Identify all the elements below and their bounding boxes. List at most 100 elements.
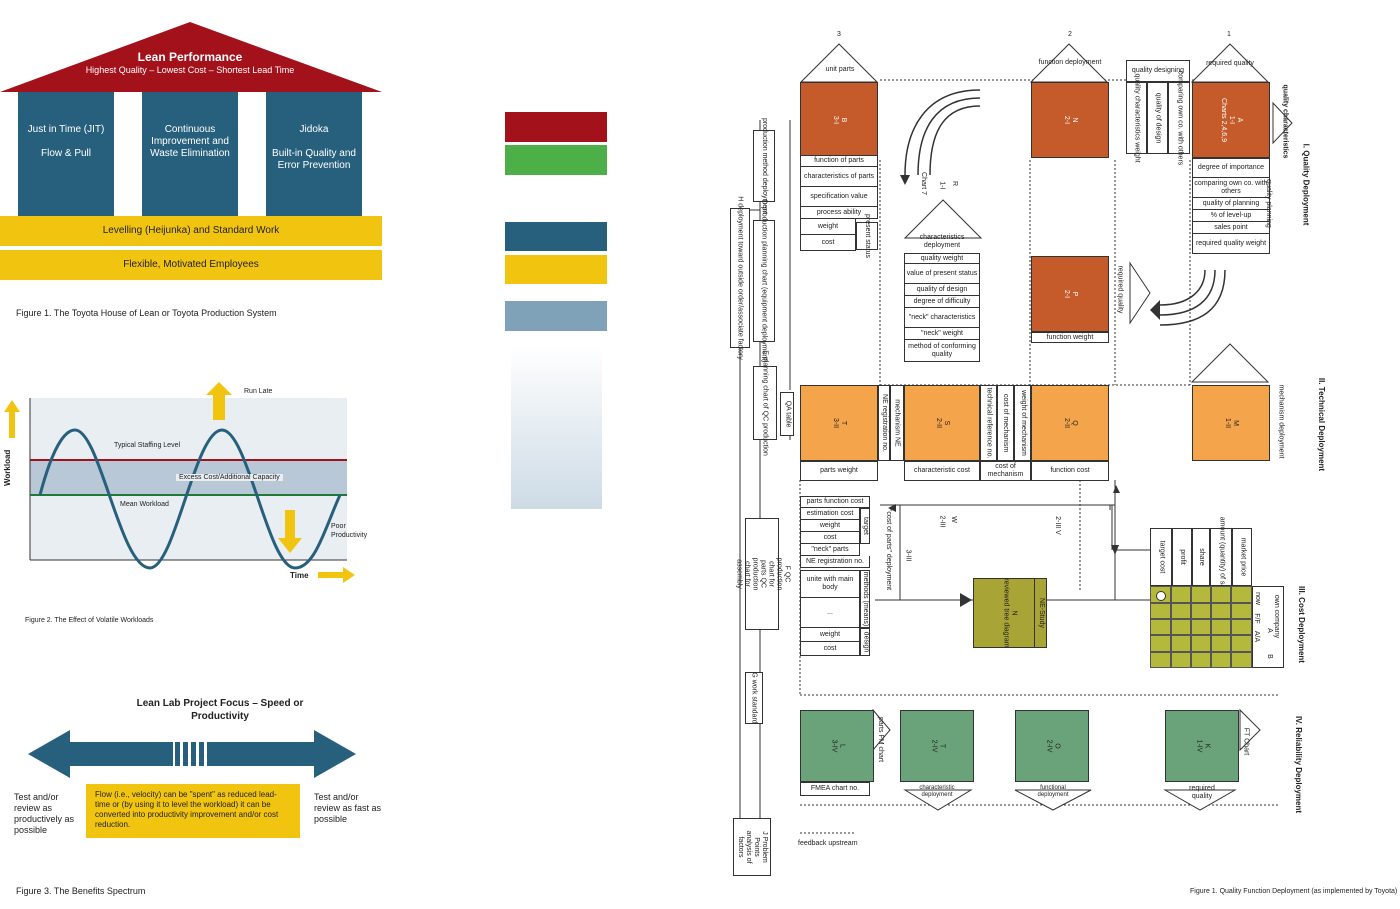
- lower-methods: methods (means): [860, 570, 870, 628]
- pillar-jidoka-label: Jidoka: [299, 124, 329, 135]
- right-row-0: degree of importance: [1192, 158, 1270, 178]
- qfd-req-quality-3: required quality: [1189, 785, 1215, 800]
- qfd-mechanism-deploy: mechanism deployment: [1277, 384, 1285, 459]
- lower-row-0: unite with main body: [800, 570, 860, 598]
- qfd-unit-parts: unit parts: [825, 66, 855, 73]
- qfd-section-3: III. Cost Deployment: [1296, 586, 1306, 663]
- lower-row-1: ...: [800, 598, 860, 628]
- pillar-jit-label: Just in Time (JIT): [27, 124, 105, 135]
- market-col-2: share: [1192, 528, 1210, 586]
- swatch-red: [505, 112, 607, 142]
- right-rows: degree of importance comparing own co. w…: [1192, 158, 1270, 254]
- flow-qc-production: F QC production chart for parts QC produ…: [735, 518, 790, 630]
- house-roof: [0, 22, 382, 92]
- cost-grid-cell: [1191, 603, 1211, 619]
- matrix-B-label: B: [839, 117, 847, 123]
- parts-rows: function of parts characteristics of par…: [800, 155, 878, 251]
- spectrum-title: Lean Lab Project Focus – Speed or Produc…: [136, 698, 304, 722]
- cost-rows: parts function cost estimation cost weig…: [800, 496, 870, 568]
- qd-col-design: quality of design: [1147, 82, 1168, 154]
- pillar-jidoka: Jidoka Built-in Quality and Error Preven…: [266, 92, 362, 216]
- tech-ref-label: technical reference no.: [985, 387, 993, 459]
- band-employees: Flexible, Motivated Employees: [0, 250, 382, 280]
- matrix-T-sub: 3-II: [832, 417, 839, 429]
- tech-ne-reg: NE registration no.: [878, 385, 890, 461]
- qfd-3-III: 3-III: [904, 549, 912, 562]
- qfd-caption: Figure 1. Quality Function Deployment (a…: [1190, 888, 1398, 895]
- lower-design-label: design: [862, 631, 870, 653]
- matrix-T2-label: T: [938, 743, 945, 749]
- pillar-continuous-improvement: Continuous Improvement and Waste Elimina…: [142, 92, 238, 216]
- matrix-T-label: T: [840, 420, 847, 426]
- matrix-O-sub: 2-IV: [1045, 739, 1052, 753]
- cost-grid: [1150, 586, 1252, 668]
- market-col-3: amount (quantity) of sales: [1210, 517, 1232, 597]
- label-excess-cost: Excess Cost/Additional Capacity: [176, 474, 283, 481]
- market-col-1-label: profit: [1179, 549, 1186, 565]
- tech-cost-of-mechanism: cost of mechanism: [980, 461, 1031, 481]
- matrix-A-charts: Charts 2,4,6,9: [1220, 98, 1227, 142]
- char-row-0: quality weight: [904, 253, 980, 264]
- qfd-quality-characteristics: quality characteristics: [1281, 84, 1289, 159]
- cost-row-3: cost: [800, 532, 860, 544]
- label-run-late: Run Late: [244, 388, 273, 395]
- flow-qa-table: QA table: [780, 392, 794, 436]
- matrix-O-label: O: [1053, 743, 1060, 749]
- matrix-N-sub: 2-I: [1062, 115, 1070, 125]
- matrix-L-sub: 3-IV: [830, 739, 837, 753]
- qfd-num-1: 1: [1227, 31, 1231, 38]
- ne-study-tag: NE-Study: [1034, 578, 1047, 648]
- cost-B: B: [1265, 654, 1273, 659]
- qfd-quality-designing: quality designing: [1126, 60, 1190, 82]
- flow-work-standard: G work standard: [745, 672, 763, 724]
- spectrum-left-label: Test and/or review as productively as po…: [14, 792, 75, 835]
- tech-mech-ne-label: mechanism NE: [894, 399, 901, 447]
- cost-grid-cell: [1171, 652, 1191, 668]
- qfd-num-2: 2: [1068, 31, 1072, 38]
- char-rows: quality weight value of present status q…: [904, 253, 980, 362]
- parts-row-function: function of parts: [800, 155, 878, 167]
- tech-function-cost: function cost: [1031, 461, 1109, 481]
- market-col-0-label: target cost: [1158, 540, 1165, 574]
- lower-row-3: cost: [800, 642, 860, 656]
- band-levelling: Levelling (Heijunka) and Standard Work: [0, 216, 382, 246]
- flow-deployment-outside-label: H deployment toward outside order/associ…: [737, 196, 745, 360]
- cost-grid-cell: [1211, 603, 1231, 619]
- cost-ff: F/F: [1252, 613, 1260, 624]
- right-row-2: quality of planning: [1192, 198, 1270, 210]
- qfd-num-3: 3: [837, 31, 841, 38]
- house-roof-subtitle: Highest Quality – Lowest Cost – Shortest…: [85, 65, 295, 75]
- matrix-A-sub: 1-I: [1228, 115, 1235, 125]
- qfd-required-quality: required quality: [1206, 60, 1254, 67]
- market-col-1: profit: [1172, 528, 1192, 586]
- qd-col-weight: quality characteristics weight: [1126, 73, 1147, 163]
- cost-A: A: [1265, 628, 1273, 633]
- char-row-5: "neck" weight: [904, 328, 980, 340]
- cost-row-5: NE registration no.: [800, 556, 870, 568]
- market-col-4: market price: [1232, 528, 1252, 586]
- workload-chart: [4, 382, 355, 583]
- pillar-jidoka-sublabel: Built-in Quality and Error Prevention: [272, 148, 356, 171]
- cost-grid-cell: [1191, 635, 1211, 652]
- qfd-ft-chart: FT Chart: [1242, 727, 1250, 756]
- flow-qc-production-label: F QC production chart for parts QC produ…: [735, 557, 790, 591]
- pillar-jit-sublabel: Flow & Pull: [40, 148, 91, 159]
- cost-company-table: own company now F/F A A/A B: [1252, 586, 1284, 668]
- cost-now: now: [1253, 592, 1261, 605]
- matrix-N-label: N: [1070, 117, 1078, 123]
- cost-AA: A/A: [1253, 630, 1261, 643]
- tech-cost-mech-label: cost of mechanism: [1002, 393, 1010, 453]
- right-row-3: % of level-up: [1192, 210, 1270, 222]
- flow-production-method: production method deployment: [753, 118, 775, 214]
- cost-row-2: weight: [800, 520, 860, 532]
- parts-row-spec: specification value: [800, 187, 878, 207]
- parts-row-weight: weight: [800, 219, 856, 235]
- qfd-required-quality-2: required quality: [1116, 265, 1124, 314]
- matrix-M-label: M: [1232, 420, 1239, 426]
- figure3-caption: Figure 3. The Benefits Spectrum: [16, 886, 146, 896]
- matrix-NE-label: N: [1010, 610, 1018, 616]
- char-row-6: method of conforming quality: [904, 340, 980, 362]
- lower-design: design: [860, 628, 870, 656]
